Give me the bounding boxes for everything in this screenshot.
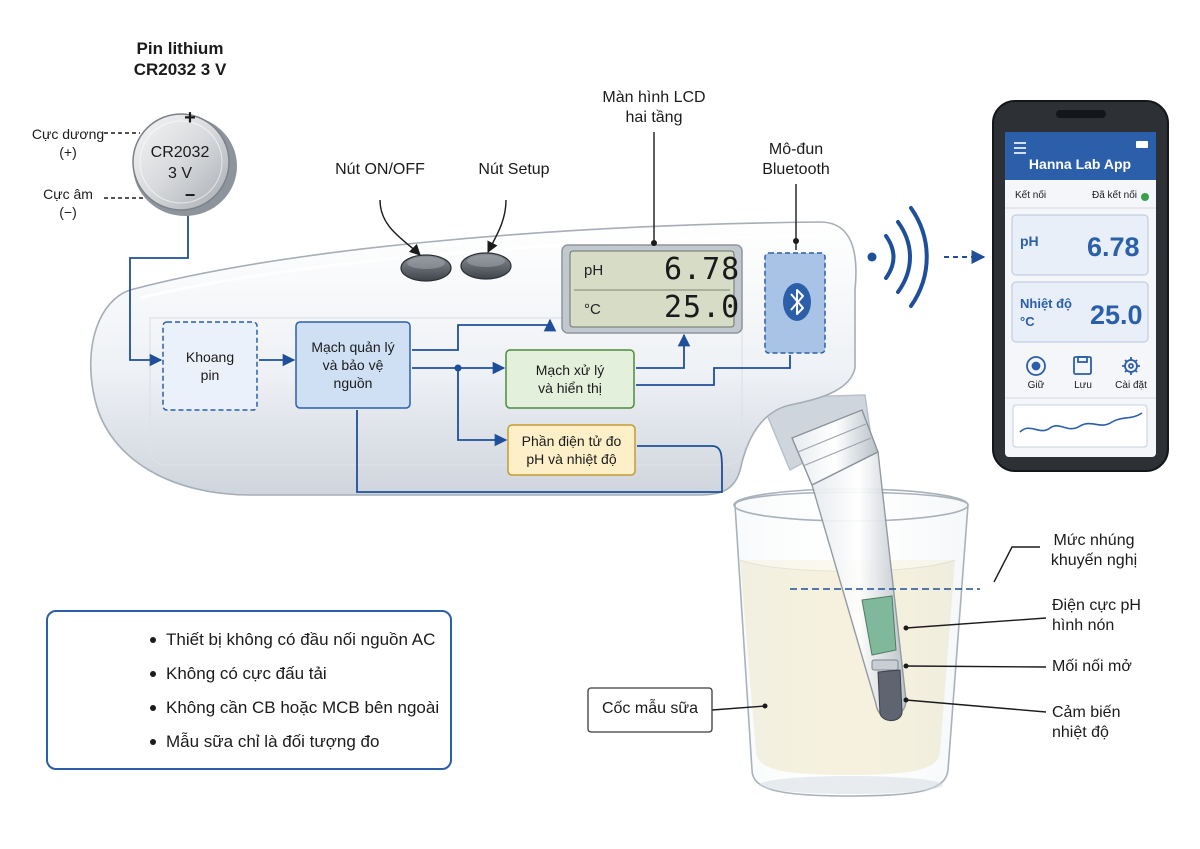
power-line1: Mạch quản lý: [311, 338, 395, 355]
lcd-label-line2: hai tầng: [625, 109, 683, 126]
note-item: Thiết bị không có đầu nối nguồn AC: [149, 630, 439, 650]
note-item: Không có cực đấu tải: [149, 664, 439, 684]
cup-label-box: [587, 687, 713, 733]
temp-sensor-line2: nhiệt độ: [1052, 724, 1109, 741]
wiring: [129, 215, 791, 493]
bluetooth-label-line2: Bluetooth: [762, 161, 830, 178]
note-item: Mẫu sữa chỉ là đối tượng đo: [149, 732, 439, 752]
bluetooth-icon: [790, 289, 804, 315]
phone-connection-label: Kết nối: [1015, 190, 1047, 201]
power-line2: và bảo vệ: [322, 356, 384, 373]
positive-terminal-label: Cực dương (+): [32, 126, 104, 161]
phone-connection-status: Đã kết nối: [1092, 190, 1138, 201]
sensor-electronics-block: [507, 424, 636, 476]
sensor-line2: pH và nhiệt độ: [526, 451, 617, 467]
sensor-block-text: Phần điện tử đo pH và nhiệt độ: [508, 425, 635, 475]
sensor-line1: Phần điện tử đo: [521, 432, 622, 449]
power-line3: nguồn: [333, 375, 373, 392]
note-item: Không cần CB hoặc MCB bên ngoài: [149, 698, 440, 717]
on-off-label: Nút ON/OFF: [335, 161, 425, 178]
phone-app-title: Hanna Lab App: [1028, 156, 1132, 172]
lcd-temp-unit: °C: [584, 301, 601, 318]
wireless-signal-icon: [867, 206, 929, 308]
battery-title: Pin lithium CR2032 3 V: [134, 38, 227, 81]
probe: [791, 409, 907, 721]
phone-temp-label: Nhiệt độ °C: [1020, 295, 1072, 331]
phone-temp-value: 25.0: [1090, 300, 1143, 330]
processing-line2: và hiển thị: [538, 380, 602, 396]
immersion-label: Mức nhúng khuyến nghị: [1051, 531, 1137, 571]
phone-ph-label: pH: [1020, 233, 1039, 249]
battery-minus: −: [184, 185, 196, 205]
coin-battery: [132, 113, 237, 216]
lcd-label-line1: Màn hình LCD: [602, 89, 706, 106]
phone-action-settings[interactable]: Cài đặt: [1115, 380, 1147, 391]
notes-list: Thiết bị không có đầu nối nguồn AC Không…: [149, 630, 440, 766]
processing-line1: Mạch xử lý: [535, 361, 605, 378]
cup-label: Cốc mẫu sữa: [601, 700, 699, 717]
positive-terminal-line2: (+): [59, 143, 77, 160]
lcd-temp-value: 25.0: [664, 290, 741, 325]
immersion-line2: khuyến nghị: [1050, 552, 1138, 569]
power-management-block: [295, 321, 411, 409]
battery-bay-block: [162, 321, 258, 411]
battery-bay-text: Khoang pin: [163, 322, 257, 410]
battery-voltage: 3 V: [167, 165, 193, 182]
negative-terminal-label: Cực âm (−): [43, 186, 93, 221]
temp-sensor-label: Cảm biến nhiệt độ: [1052, 703, 1120, 743]
phone-action-hold[interactable]: Giữ: [1027, 380, 1045, 391]
positive-terminal-line1: Cực dương: [31, 126, 105, 142]
phone-temp-label-line2: °C: [1020, 314, 1035, 330]
battery-model: CR2032: [150, 144, 210, 161]
battery-title-line2: CR2032 3 V: [133, 60, 227, 80]
battery-plus: +: [184, 107, 196, 129]
phone: [992, 100, 1169, 472]
processing-block-text: Mạch xử lý và hiển thị: [506, 350, 634, 408]
lcd-ph-unit: pH: [584, 262, 604, 279]
save-icon[interactable]: [1073, 356, 1092, 375]
phone-temp-label-line1: Nhiệt độ: [1020, 296, 1072, 311]
battery-bay-line2: pin: [200, 367, 220, 383]
lcd-label: Màn hình LCD hai tầng: [602, 88, 705, 128]
hold-icon[interactable]: [1026, 356, 1046, 376]
temp-sensor-line1: Cảm biến: [1052, 704, 1121, 721]
electrode-label: Điện cực pH hình nón: [1052, 596, 1141, 636]
sample-cup: [733, 488, 969, 797]
gear-icon[interactable]: [1122, 357, 1140, 375]
notes-box: Thiết bị không có đầu nối nguồn AC Không…: [46, 610, 452, 770]
junction-label: Mối nối mở: [1052, 658, 1132, 675]
bluetooth-label: Mô-đun Bluetooth: [762, 140, 830, 180]
negative-terminal-line2: (−): [59, 203, 77, 220]
phone-action-save[interactable]: Lưu: [1074, 380, 1092, 391]
status-dot: [1141, 193, 1149, 201]
setup-label: Nút Setup: [478, 161, 550, 178]
menu-icon[interactable]: [1014, 142, 1026, 154]
battery-title-line1: Pin lithium: [136, 39, 224, 58]
lcd-screen: [569, 250, 735, 328]
processing-block: [505, 349, 635, 409]
electrode-line1: Điện cực pH: [1052, 597, 1141, 614]
bluetooth-label-line1: Mô-đun: [768, 141, 824, 158]
phone-ph-value: 6.78: [1087, 232, 1140, 262]
lcd-ph-value: 6.78: [664, 252, 741, 287]
negative-terminal-line1: Cực âm: [43, 186, 93, 202]
battery-bay-line1: Khoang: [185, 348, 235, 365]
immersion-line1: Mức nhúng: [1053, 532, 1135, 549]
electrode-line2: hình nón: [1052, 617, 1115, 634]
